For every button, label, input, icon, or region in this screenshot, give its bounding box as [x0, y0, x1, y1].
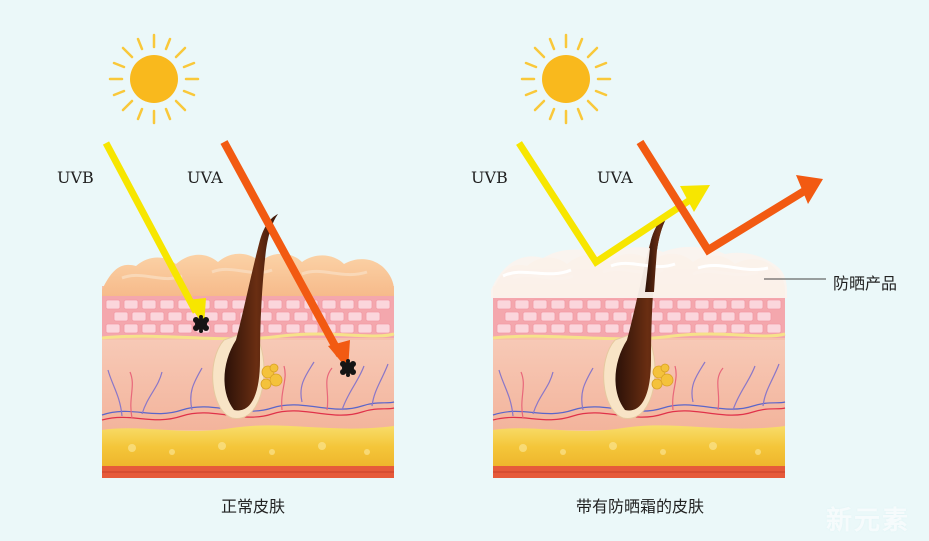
uva-label-right: UVA — [597, 168, 633, 187]
uva-ray-right-reflected — [636, 139, 823, 256]
left-panel — [100, 33, 396, 480]
sun-icon — [108, 33, 200, 125]
sunscreen-label: 防晒产品 — [833, 274, 898, 293]
uva-label-left: UVA — [187, 168, 223, 187]
protected-skin-block — [491, 212, 787, 480]
uvb-label-right: UVB — [471, 168, 508, 187]
sun-icon — [520, 33, 612, 125]
normal-skin-block — [100, 212, 396, 480]
uvb-damage-spot — [193, 315, 209, 333]
uvb-ray-right-reflected — [516, 141, 710, 267]
normal-skin-caption: 正常皮肤 — [220, 497, 285, 516]
right-panel — [491, 33, 826, 480]
sunscreen-skin-caption: 带有防晒霜的皮肤 — [575, 497, 704, 516]
uva-damage-spot — [340, 359, 356, 377]
watermark: 新元素 — [826, 506, 911, 536]
uvb-label-left: UVB — [57, 168, 94, 187]
